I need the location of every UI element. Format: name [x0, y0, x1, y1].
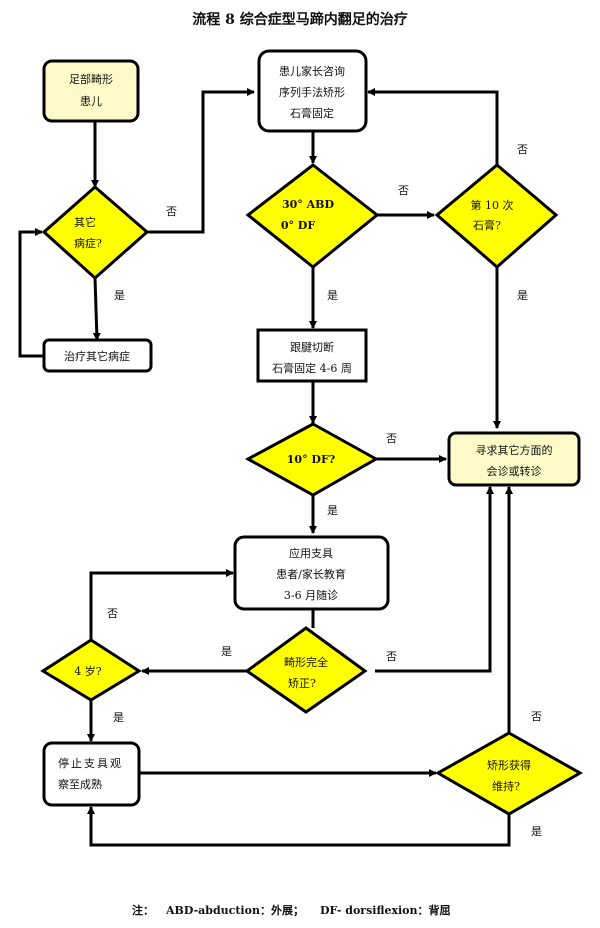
decision-tenth-cast: 第 10 次 石膏? — [434, 163, 559, 269]
label-age4-yes: 是 — [113, 711, 124, 724]
node-start: 足部畸形 患儿 — [42, 59, 140, 123]
decision-df10: 10° DF? — [244, 422, 380, 497]
edge-tenth-no — [367, 88, 499, 165]
svg-text:10° DF?: 10° DF? — [287, 453, 335, 466]
edge-corrected-no — [375, 486, 494, 673]
label-abd-yes: 是 — [327, 289, 338, 302]
label-tenth-no: 否 — [517, 143, 528, 156]
edge-treat-loop — [18, 228, 44, 358]
svg-text:寻求其它方面的: 寻求其它方面的 — [476, 443, 553, 457]
decision-age4: 4 岁? — [40, 638, 142, 702]
label-other-no: 否 — [166, 205, 177, 218]
svg-text:0° DF: 0° DF — [281, 219, 316, 232]
decision-corrected: 畸形完全 矫正? — [244, 626, 368, 714]
node-treat-other: 治疗其它病症 — [42, 338, 153, 373]
node-brace: 应用支具 患者/家长教育 3-6 月随诊 — [233, 535, 390, 611]
label-df10-yes: 是 — [327, 504, 338, 517]
label-other-yes: 是 — [114, 289, 125, 302]
svg-text:病症?: 病症? — [74, 236, 102, 250]
svg-text:序列手法矫形: 序列手法矫形 — [279, 85, 345, 99]
svg-text:患者/家长教育: 患者/家长教育 — [276, 567, 346, 581]
decision-abd-df: 30° ABD 0° DF — [245, 163, 380, 269]
svg-text:察至成熟: 察至成熟 — [58, 777, 102, 791]
svg-text:停止支具观: 停止支具观 — [58, 756, 123, 770]
node-consult: 患儿家长咨询 序列手法矫形 石膏固定 — [257, 49, 368, 133]
svg-text:石膏固定 4-6 周: 石膏固定 4-6 周 — [272, 361, 352, 375]
label-corrected-no: 否 — [386, 650, 397, 663]
edge-age4-no — [89, 569, 234, 640]
decision-other-disease: 其它 病症? — [41, 185, 150, 281]
label-df10-no: 否 — [386, 432, 397, 445]
chart-title: 流程 8 综合症型马蹄内翻足的治疗 — [192, 11, 408, 28]
svg-text:会诊或转诊: 会诊或转诊 — [487, 464, 542, 478]
label-maintained-yes: 是 — [531, 825, 542, 838]
node-stop-brace: 停止支具观 察至成熟 — [42, 741, 141, 807]
svg-text:跟腱切断: 跟腱切断 — [290, 340, 334, 354]
svg-text:ABD-abduction：外展；: ABD-abduction：外展； — [165, 903, 304, 917]
svg-text:患儿: 患儿 — [80, 95, 102, 108]
svg-text:维持?: 维持? — [492, 779, 520, 793]
svg-text:第 10 次: 第 10 次 — [471, 198, 514, 212]
svg-text:畸形完全: 畸形完全 — [284, 655, 328, 669]
svg-text:3-6 月随诊: 3-6 月随诊 — [284, 588, 338, 602]
svg-text:足部畸形: 足部畸形 — [69, 72, 113, 86]
label-tenth-yes: 是 — [517, 289, 528, 302]
svg-text:石膏固定: 石膏固定 — [290, 106, 334, 120]
svg-text:矫形获得: 矫形获得 — [487, 759, 531, 772]
svg-text:4 岁?: 4 岁? — [74, 664, 101, 678]
svg-text:矫正?: 矫正? — [288, 677, 316, 690]
edge-other-yes — [92, 277, 101, 341]
label-age4-no: 否 — [107, 607, 118, 620]
footnote: 注： ABD-abduction：外展； DF- dorsiflexion：背屈 — [132, 903, 451, 917]
svg-text:30° ABD: 30° ABD — [282, 198, 334, 211]
svg-text:其它: 其它 — [74, 215, 96, 229]
node-referral: 寻求其它方面的 会诊或转诊 — [447, 431, 581, 487]
label-corrected-yes: 是 — [221, 645, 232, 658]
svg-text:应用支具: 应用支具 — [289, 546, 333, 560]
svg-text:石膏?: 石膏? — [473, 218, 501, 232]
svg-text:患儿家长咨询: 患儿家长咨询 — [279, 64, 345, 78]
decision-maintained: 矫形获得 维持? — [434, 731, 584, 816]
label-maintained-no: 否 — [531, 710, 542, 723]
edge-other-no — [148, 88, 255, 234]
svg-text:治疗其它病症: 治疗其它病症 — [64, 349, 130, 363]
svg-text:DF- dorsiflexion：背屈: DF- dorsiflexion：背屈 — [320, 903, 451, 917]
node-tenotomy: 跟腱切断 石膏固定 4-6 周 — [256, 328, 368, 383]
label-abd-no: 否 — [398, 184, 409, 197]
edge-maintained-yes — [87, 806, 511, 847]
svg-text:注：: 注： — [132, 903, 154, 917]
